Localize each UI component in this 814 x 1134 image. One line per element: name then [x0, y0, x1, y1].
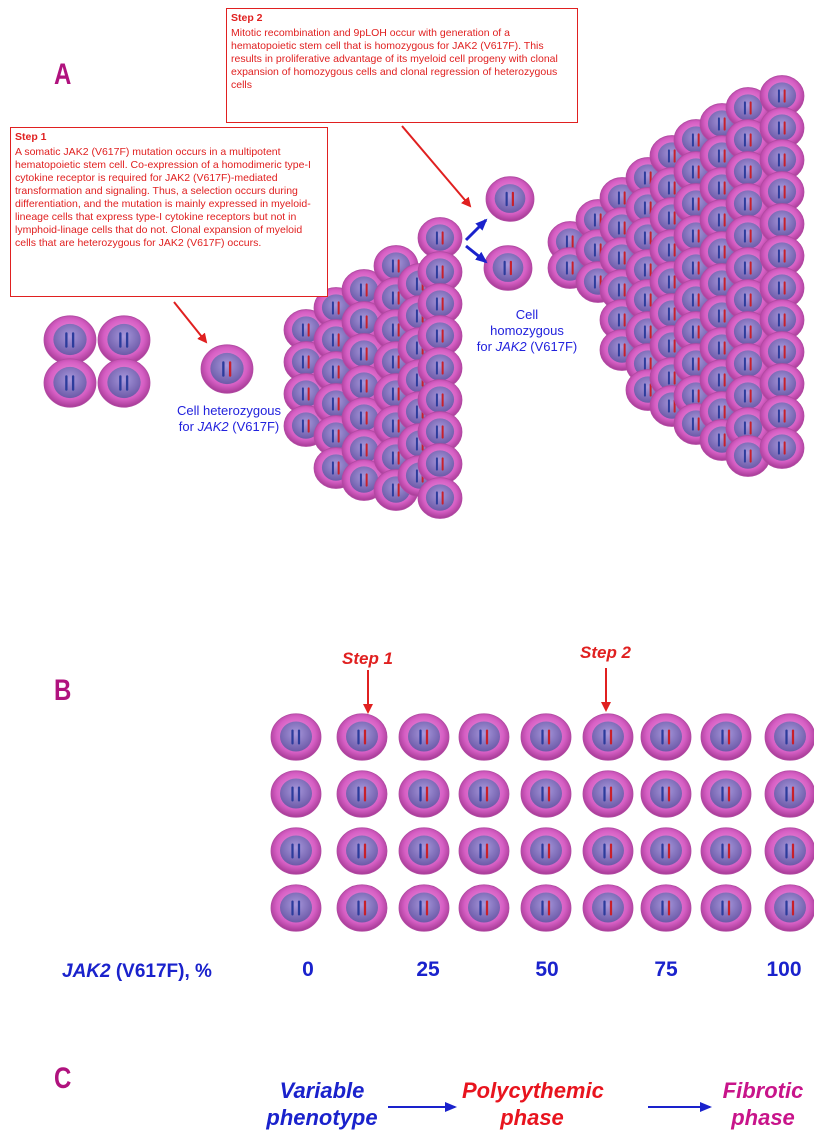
heterozygous-caption-line2: for JAK2 (V617F) [166, 419, 292, 435]
grid-cell [765, 771, 814, 818]
grid-cell [641, 771, 691, 818]
grid-cell [399, 885, 449, 932]
grid-cell [641, 885, 691, 932]
grid-cell [399, 771, 449, 818]
grid-cell [459, 771, 509, 818]
normal-cell [44, 359, 96, 407]
grid-cell [521, 885, 571, 932]
homozygous-caption-line1: Cell [462, 307, 592, 323]
grid-cell [271, 714, 321, 761]
panel-b-step1-label: Step 1 [342, 649, 393, 669]
grid-cell [271, 771, 321, 818]
percent-tick-label: 0 [278, 958, 338, 982]
grid-cell [399, 714, 449, 761]
grid-cell [521, 714, 571, 761]
grid-cell [337, 771, 387, 818]
division-arrow-down [466, 246, 486, 262]
grid-cell [583, 828, 633, 875]
homozygous-caption-line3: for JAK2 (V617F) [462, 339, 592, 355]
step1-box-title: Step 1 [15, 131, 323, 144]
step2-box-title: Step 2 [231, 12, 573, 25]
grid-cell [459, 714, 509, 761]
grid-cell [701, 885, 751, 932]
normal-cell [44, 316, 96, 364]
normal-cell [98, 359, 150, 407]
grid-cell [337, 714, 387, 761]
grid-cell [399, 828, 449, 875]
grid-cell [583, 885, 633, 932]
heterozygous-caption-line1: Cell heterozygous [166, 403, 292, 419]
step1-box-text: A somatic JAK2 (V617F) mutation occurs i… [15, 146, 323, 250]
panel-b-step2-label: Step 2 [580, 643, 631, 663]
grid-cell [271, 828, 321, 875]
step2-arrow [402, 126, 470, 206]
panel-letter-c: C [54, 1062, 71, 1096]
step1-description-box: Step 1 A somatic JAK2 (V617F) mutation o… [10, 127, 328, 297]
heterozygous-cell-caption: Cell heterozygous for JAK2 (V617F) [166, 403, 292, 435]
step2-description-box: Step 2 Mitotic recombination and 9pLOH o… [226, 8, 578, 123]
step2-box-text: Mitotic recombination and 9pLOH occur wi… [231, 27, 573, 92]
panel-letter-a: A [54, 58, 71, 92]
grid-cell [459, 828, 509, 875]
step1-arrow [174, 302, 206, 342]
homozygous-cell-caption: Cell homozygous for JAK2 (V617F) [462, 307, 592, 355]
percent-tick-label: 100 [754, 958, 814, 982]
grid-cell [765, 828, 814, 875]
grid-cell [337, 828, 387, 875]
grid-cell [459, 885, 509, 932]
percent-tick-label: 25 [398, 958, 458, 982]
jak2-percent-axis-label: JAK2 (V617F), % [62, 961, 212, 983]
grid-cell [583, 714, 633, 761]
grid-cell [765, 714, 814, 761]
grid-cell [521, 771, 571, 818]
division-arrow-up [466, 220, 486, 240]
grid-cell [701, 828, 751, 875]
daughter-cell-bottom [484, 246, 532, 291]
percent-tick-label: 50 [517, 958, 577, 982]
grid-cell [641, 714, 691, 761]
daughter-cell-homozygous-top [486, 177, 534, 222]
grid-cell [271, 885, 321, 932]
grid-cell [521, 828, 571, 875]
grid-cell [337, 885, 387, 932]
grid-cell [701, 714, 751, 761]
percent-tick-label: 75 [636, 958, 696, 982]
grid-cell [765, 885, 814, 932]
heterozygous-cell [201, 345, 253, 393]
heterozygous-clone-cell [418, 478, 462, 519]
grid-cell [701, 771, 751, 818]
grid-cell [583, 771, 633, 818]
homozygous-clone-cell [760, 428, 804, 469]
panel-letter-b: B [54, 674, 71, 708]
normal-cell [98, 316, 150, 364]
homozygous-caption-line2: homozygous [462, 323, 592, 339]
grid-cell [641, 828, 691, 875]
